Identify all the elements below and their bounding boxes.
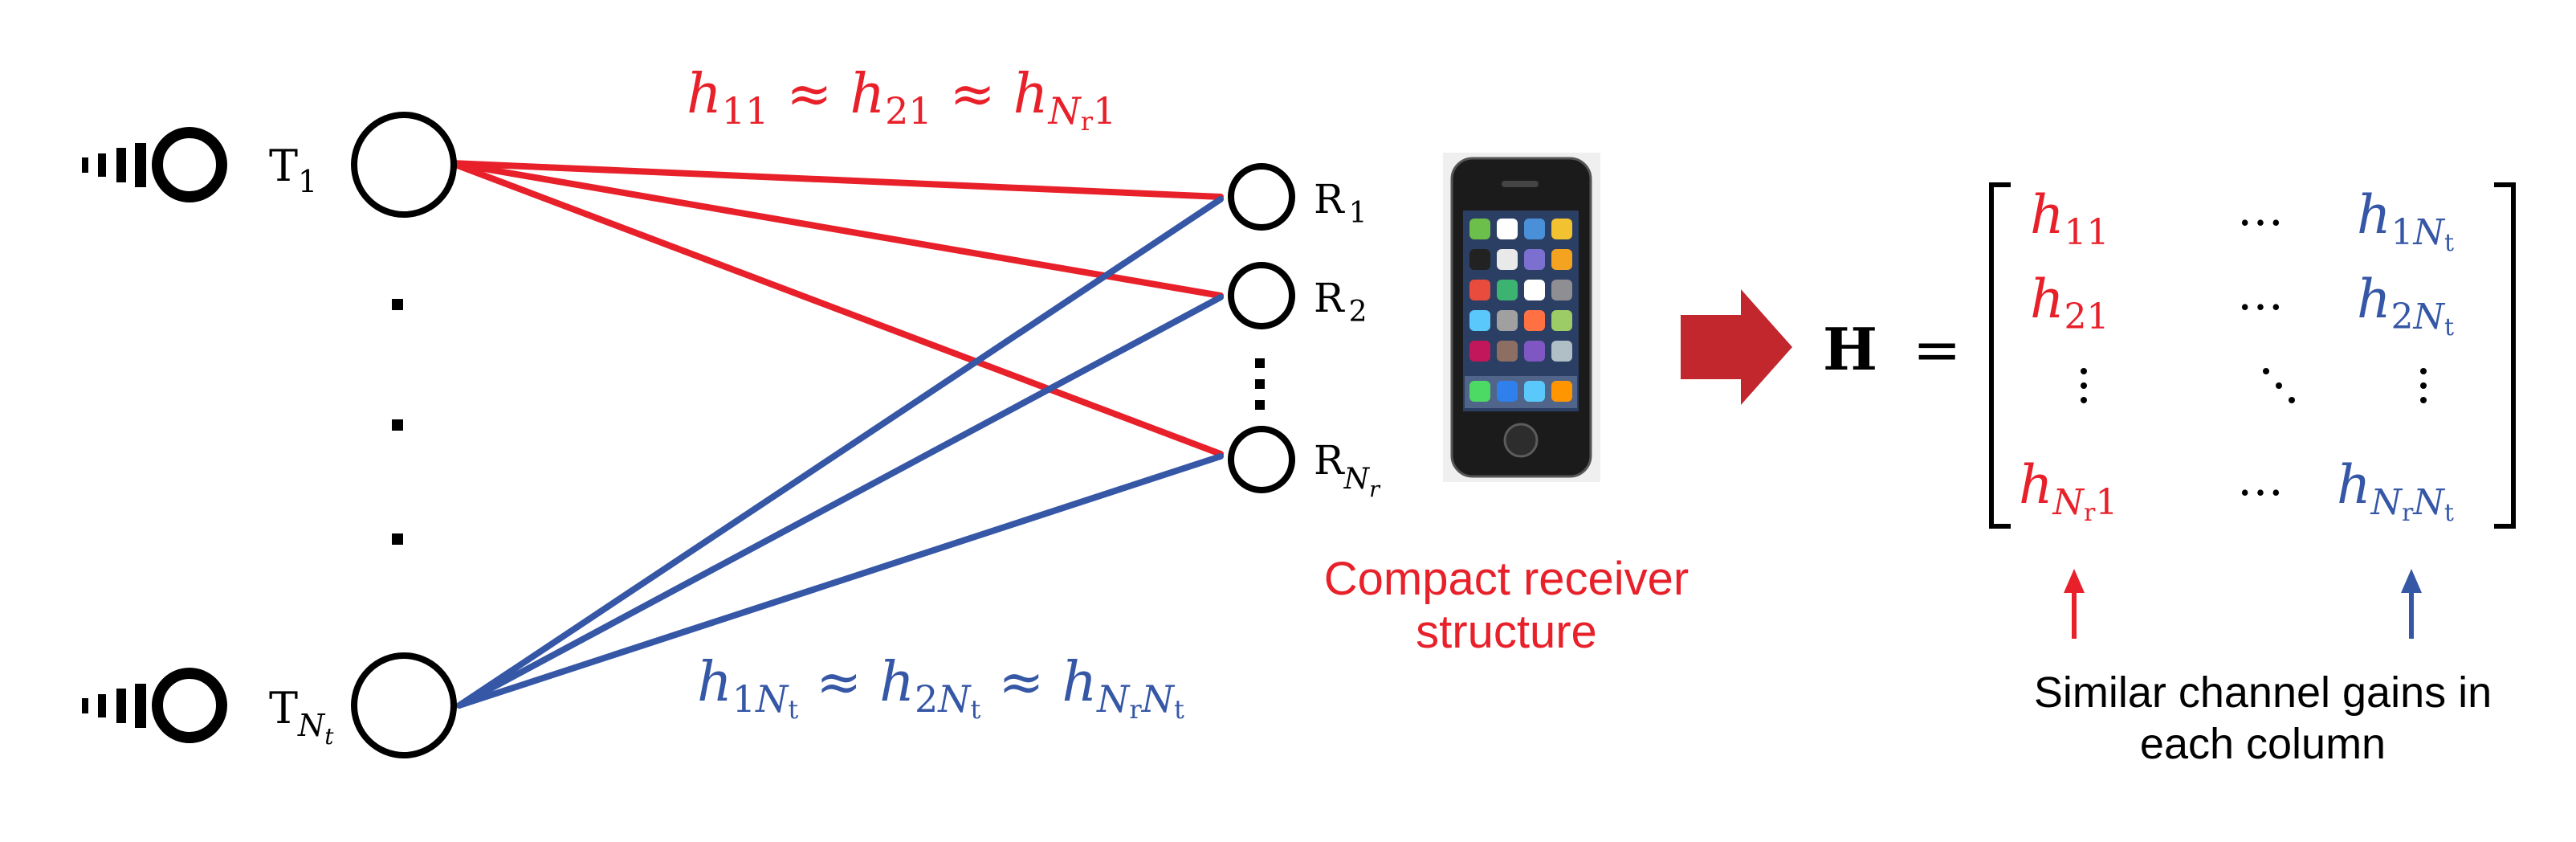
matrix-h21: h21 (2030, 268, 2109, 337)
tx-node-nt (351, 652, 457, 758)
led-bulb-icon (82, 127, 227, 202)
matrix-hnr1: hNr1 (2019, 454, 2117, 527)
matrix-ddots (2263, 368, 2295, 403)
red-up-arrow-icon (2064, 569, 2085, 593)
matrix-h2nt: h2Nt (2357, 268, 2454, 341)
matrix-h1nt: h1Nt (2357, 184, 2454, 257)
tx-dot-2 (392, 419, 403, 431)
right-arrow-icon (1681, 289, 1792, 405)
tx-dot-1 (392, 299, 403, 310)
link-t1-rn (448, 160, 1224, 457)
link-tn-rn (456, 453, 1224, 709)
rx-dot-3 (1255, 400, 1265, 410)
left-bracket (1989, 182, 2011, 529)
matrix-dots-r1: … (2237, 182, 2284, 236)
matrix-lhs: H (1823, 315, 1877, 383)
receiver-caption-line1: Compact receiver (1324, 553, 1689, 605)
rx-dot-1 (1255, 358, 1265, 368)
matrix-vdots-col1 (2081, 368, 2087, 403)
link-tn-r2 (456, 294, 1224, 709)
rx-vertical-dots (1255, 358, 1265, 410)
blue-up-arrow-icon (2401, 569, 2422, 593)
matrix-dots-r2: … (2237, 266, 2284, 321)
tx-label-nt: TNt (269, 683, 334, 750)
equation-blue: h1Nt≈h2Nt≈hNrNt (697, 651, 1184, 725)
rx-node-nr (1228, 426, 1295, 493)
right-bracket (2494, 182, 2516, 529)
app-grid (1465, 219, 1577, 408)
receiver-caption-line2: structure (1416, 606, 1597, 658)
matrix-vdots-colN (2420, 368, 2427, 403)
receivers (1228, 163, 1295, 493)
column-arrows (2064, 569, 2422, 639)
tx-node-1 (351, 112, 457, 218)
matrix-h11: h11 (2030, 184, 2109, 253)
link-tn-r1 (456, 196, 1224, 709)
matrix-brackets (1989, 182, 2516, 529)
tx-vertical-dots (392, 299, 403, 545)
matrix-equals: = (1913, 316, 1961, 383)
link-t1-r1 (448, 160, 1224, 200)
led-bulb-icon (82, 668, 227, 743)
equation-red: h11≈h21≈hNr1 (687, 63, 1116, 137)
matrix-hnrnt: hNrNt (2337, 454, 2454, 527)
link-t1-r2 (448, 160, 1224, 299)
gains-caption-line1: Similar channel gains in (2034, 668, 2492, 717)
smartphone-icon (1443, 153, 1600, 482)
channel-links (448, 160, 1224, 709)
gains-caption-line2: each column (2140, 720, 2386, 768)
rx-node-2 (1228, 262, 1295, 329)
rx-node-1 (1228, 163, 1295, 231)
rx-label-nr: RNr (1314, 437, 1381, 502)
rx-dot-2 (1255, 379, 1265, 389)
transmitters (351, 112, 457, 758)
matrix-dots-r4: … (2237, 452, 2284, 506)
tx-label-1: T1 (269, 141, 317, 199)
tx-dot-3 (392, 533, 403, 545)
